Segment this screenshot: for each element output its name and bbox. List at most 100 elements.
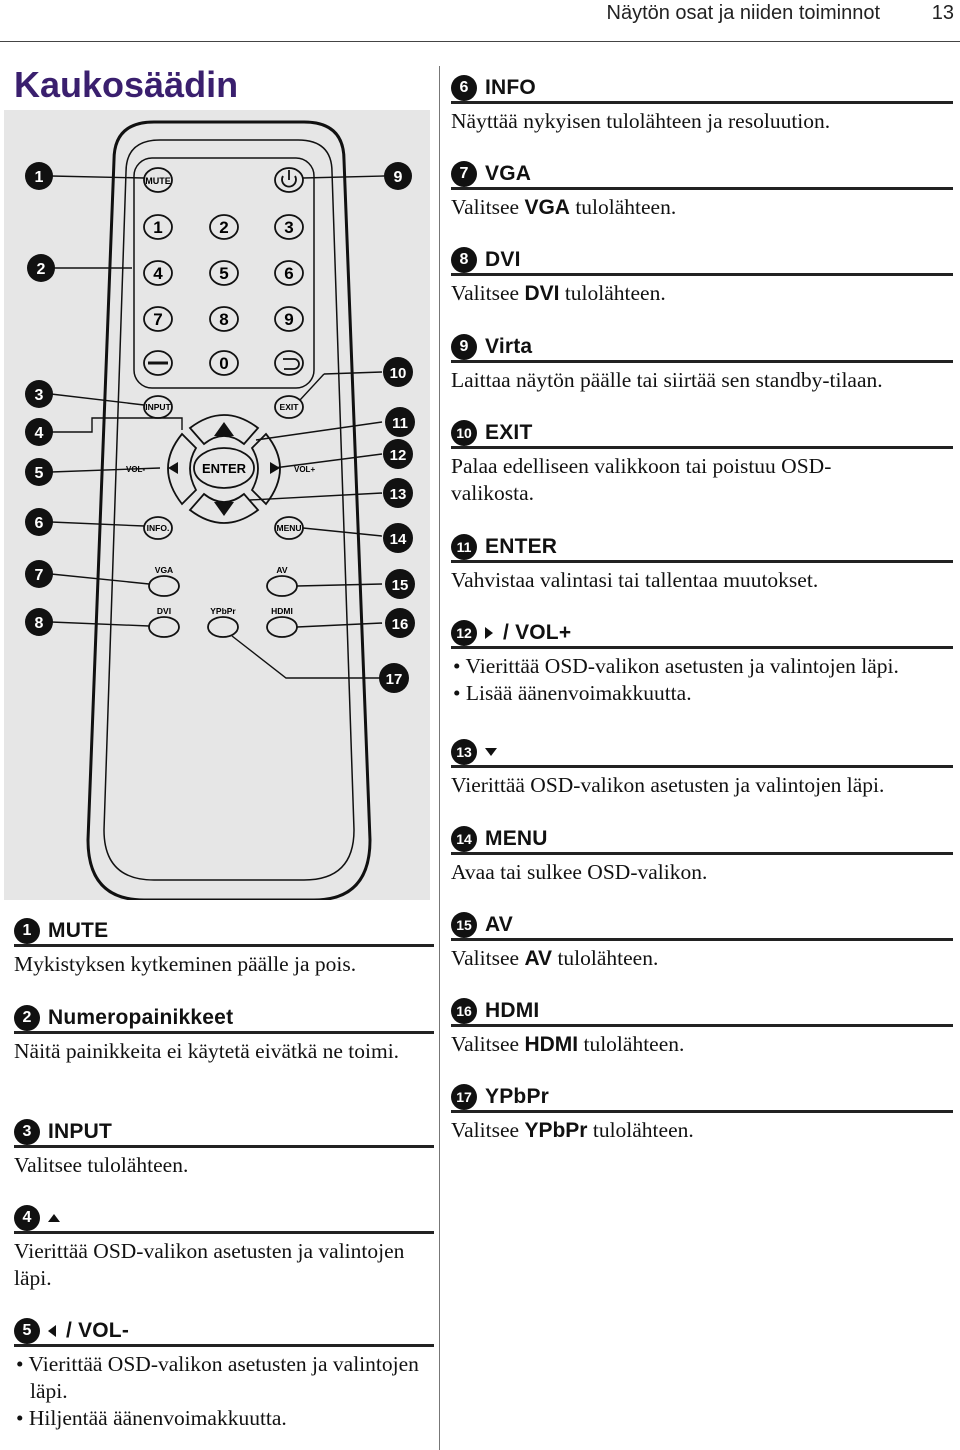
digit-5-label: 5 xyxy=(219,264,228,283)
remote-illustration-panel: MUTE 1 2 3 4 5 6 7 8 9 0 INPUT xyxy=(4,110,430,902)
digit-0-label: 0 xyxy=(219,354,228,373)
entry-label: MENU xyxy=(485,826,548,850)
entry-badge: 16 xyxy=(451,997,477,1024)
digit-1-button: 1 xyxy=(143,214,173,240)
digit-7-button: 7 xyxy=(143,306,173,332)
entry-text-pre: Valitsee xyxy=(451,281,525,305)
entry-text: Vahvistaa valintasi tai tallentaa muutok… xyxy=(451,568,819,592)
digit-3-label: 3 xyxy=(284,218,293,237)
digit-4-label: 4 xyxy=(153,264,163,283)
entry-label: / VOL- xyxy=(66,1318,130,1342)
entry-up-arrow: 4 Vierittää OSD-valikon asetusten ja val… xyxy=(14,1204,434,1292)
entry-text-pre: Valitsee xyxy=(451,1118,525,1142)
entry-text-bold: AV xyxy=(524,947,553,970)
callout-14: 14 xyxy=(390,531,407,548)
entry-badge: 11 xyxy=(451,533,477,560)
exit-label: EXIT xyxy=(280,402,300,412)
entry-down-arrow: 13 Vierittää OSD-valikon asetusten ja va… xyxy=(451,738,953,799)
entry-text-bold: HDMI xyxy=(524,1033,579,1056)
dvi-label: DVI xyxy=(157,606,171,616)
entry-text: Palaa edelliseen valikkoon tai poistuu O… xyxy=(451,454,832,505)
vga-button xyxy=(148,575,180,597)
entry-label: INFO xyxy=(485,75,536,99)
entry-label: VGA xyxy=(485,161,532,185)
digit-6-button: 6 xyxy=(274,260,304,286)
digit-2-label: 2 xyxy=(219,218,228,237)
callout-9: 9 xyxy=(394,169,403,186)
entry-menu: 14 MENU Avaa tai sulkee OSD-valikon. xyxy=(451,825,953,886)
right-arrow-icon xyxy=(485,626,493,639)
entry-bullet: Vierittää OSD-valikon asetusten ja valin… xyxy=(451,649,953,680)
remote-control-diagram: MUTE 1 2 3 4 5 6 7 8 9 0 INPUT xyxy=(25,120,415,902)
entry-badge: 8 xyxy=(451,246,477,273)
info-button: INFO. xyxy=(143,516,173,540)
down-arrow-icon xyxy=(485,747,497,756)
entry-badge: 14 xyxy=(451,825,477,852)
entry-text: Valitsee VGA tulolähteen. xyxy=(451,190,953,221)
digit-8-button: 8 xyxy=(209,306,239,332)
entry-text: Mykistyksen kytkeminen päälle ja pois. xyxy=(14,952,357,976)
entry-text: Valitsee tulolähteen. xyxy=(14,1153,189,1177)
callout-7: 7 xyxy=(35,567,44,584)
callout-17: 17 xyxy=(386,671,403,688)
entry-text-bold: VGA xyxy=(524,196,570,219)
entry-text: Vierittää OSD-valikon asetusten ja valin… xyxy=(14,1239,405,1290)
entry-badge: 12 xyxy=(451,619,477,646)
enter-label: ENTER xyxy=(202,461,247,476)
page-title: Kaukosäädin xyxy=(14,64,239,105)
info-label: INFO. xyxy=(147,523,170,533)
callout-badges: 1 2 3 4 5 6 7 8 9 10 11 12 13 14 15 16 1… xyxy=(25,162,415,693)
entry-text: Valitsee HDMI tulolähteen. xyxy=(451,1027,953,1058)
entry-label: EXIT xyxy=(485,420,533,444)
entry-text-bold: DVI xyxy=(524,282,560,305)
entry-label: Virta xyxy=(485,334,533,358)
vga-label: VGA xyxy=(155,565,173,575)
entry-bullet: Vierittää OSD-valikon asetusten ja valin… xyxy=(14,1347,434,1405)
entry-text-pre: Valitsee xyxy=(451,946,525,970)
entry-label: / VOL+ xyxy=(503,620,572,644)
entry-badge: 2 xyxy=(14,1004,40,1031)
callout-1: 1 xyxy=(35,169,44,186)
navigation-pad: ENTER xyxy=(167,414,281,524)
digit-5-button: 5 xyxy=(209,260,239,286)
left-arrow-icon xyxy=(48,1324,56,1337)
entry-label: YPbPr xyxy=(485,1084,550,1108)
input-label: INPUT xyxy=(145,402,171,412)
entry-badge: 4 xyxy=(14,1204,40,1231)
entry-label: INPUT xyxy=(48,1119,112,1143)
entry-text: Näitä painikkeita ei käytetä eivätkä ne … xyxy=(14,1039,400,1063)
callout-5: 5 xyxy=(35,465,44,482)
dash-button xyxy=(143,350,173,376)
vol-plus-label: VOL+ xyxy=(294,465,315,474)
page-number: 13 xyxy=(931,2,954,24)
entry-text-post: tulolähteen. xyxy=(559,281,666,305)
digit-1-label: 1 xyxy=(153,218,162,237)
entry-text: Avaa tai sulkee OSD-valikon. xyxy=(451,860,708,884)
callout-lines xyxy=(50,175,385,679)
entry-badge: 5 xyxy=(14,1317,40,1344)
entry-label: HDMI xyxy=(485,998,540,1022)
callout-2: 2 xyxy=(37,261,46,278)
entry-vol-minus: 5 / VOL- Vierittää OSD-valikon asetusten … xyxy=(14,1317,434,1432)
entry-text: Näyttää nykyisen tulolähteen ja resoluut… xyxy=(451,109,831,133)
digit-6-label: 6 xyxy=(284,264,293,283)
menu-label: MENU xyxy=(276,523,301,533)
dvi-button xyxy=(148,616,180,638)
entry-text: Valitsee DVI tulolähteen. xyxy=(451,276,953,307)
exit-button: EXIT xyxy=(274,395,304,419)
digit-2-button: 2 xyxy=(209,214,239,240)
callout-6: 6 xyxy=(35,515,44,532)
callout-11: 11 xyxy=(392,415,408,432)
up-arrow-icon xyxy=(214,422,234,436)
entry-text-bold: YPbPr xyxy=(524,1119,588,1142)
entry-bullet: Lisää äänenvoimakkuutta. xyxy=(451,680,953,707)
entry-vol-plus: 12 / VOL+ Vierittää OSD-valikon asetusten… xyxy=(451,619,953,707)
